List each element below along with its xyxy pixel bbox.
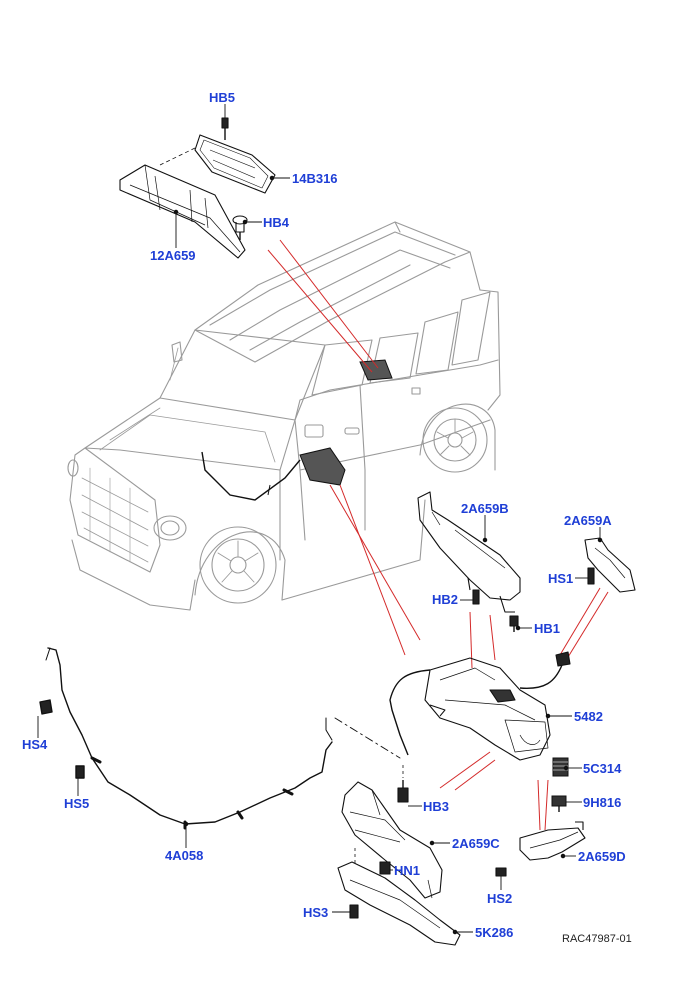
label-hs4: HS4: [22, 737, 48, 752]
label-5k286: 5K286: [475, 925, 514, 940]
label-2a659b: 2A659B: [461, 501, 509, 516]
label-hs3: HS3: [303, 905, 329, 920]
label-hb4: HB4: [263, 215, 290, 230]
label-hb2: HB2: [432, 592, 459, 607]
label-hb5: HB5: [209, 90, 236, 105]
label-5482: 5482: [574, 709, 603, 724]
label-hs5: HS5: [64, 796, 90, 811]
red-leader-lines: [267, 239, 609, 831]
label-12a659: 12A659: [150, 248, 196, 263]
compressor-assembly: [389, 651, 571, 761]
lower-brackets: [337, 765, 586, 946]
top-bracket-assembly: [119, 117, 276, 259]
diagram-reference-code: RAC47987-01: [562, 933, 632, 945]
label-hs2: HS2: [487, 891, 513, 906]
air-pipe-4a058: [39, 647, 401, 830]
label-2a659d: 2A659D: [578, 849, 626, 864]
label-2a659a: 2A659A: [564, 513, 612, 528]
vehicle-illustration: [67, 221, 501, 611]
label-hn1: HN1: [394, 863, 421, 878]
label-9h816: 9H816: [583, 795, 622, 810]
label-hs1: HS1: [548, 571, 574, 586]
label-2a659c: 2A659C: [452, 836, 500, 851]
label-5c314: 5C314: [583, 761, 622, 776]
callout-leaders: [37, 104, 603, 935]
vehicle-highlighted-parts: [201, 359, 393, 501]
label-hb1: HB1: [534, 621, 561, 636]
label-4a058: 4A058: [165, 848, 204, 863]
label-hb3: HB3: [423, 799, 450, 814]
label-14b316: 14B316: [292, 171, 338, 186]
